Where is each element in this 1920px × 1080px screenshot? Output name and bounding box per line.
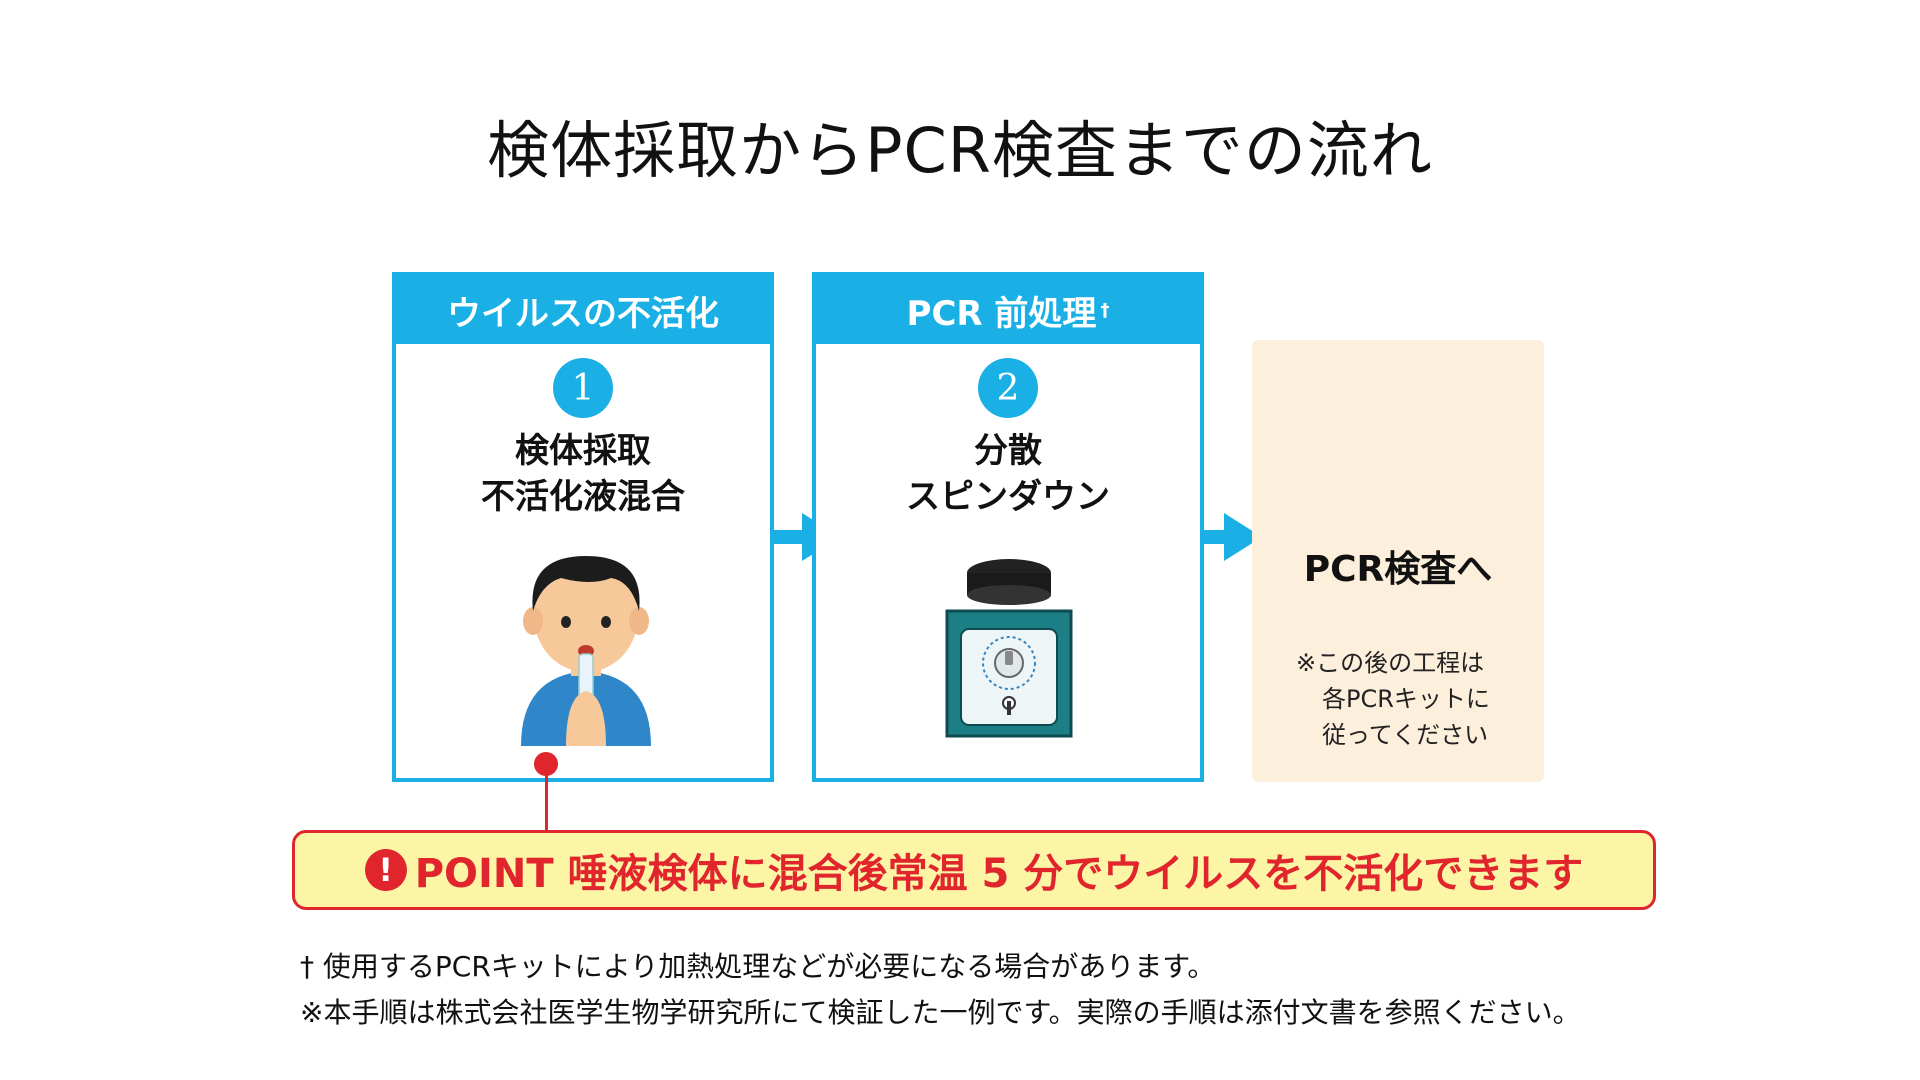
step-1-box: ウイルスの不活化 1 検体採取 不活化液混合 (392, 272, 774, 782)
footnote-1: † 使用するPCRキットにより加熱処理などが必要になる場合があります。 (300, 950, 1216, 983)
footnote-2: ※本手順は株式会社医学生物学研究所にて検証した一例です。実際の手順は添付文書を参… (300, 996, 1581, 1029)
step-2-line-2: スピンダウン (906, 477, 1110, 517)
step-1-line-1: 検体採取 (515, 431, 651, 471)
footnotes: † 使用するPCRキットにより加熱処理などが必要になる場合があります。 ※本手順… (300, 944, 1581, 1036)
step-2-number-badge: 2 (978, 358, 1038, 418)
pcr-test-box: PCR検査へ ※この後の工程は 各PCRキットに 従ってください (1252, 340, 1544, 782)
step-2-box: PCR 前処理† 2 分散 スピンダウン (812, 272, 1204, 782)
point-connector-line (545, 762, 548, 830)
exclamation-icon: ! (364, 849, 407, 891)
step-2-line-1: 分散 (974, 431, 1042, 471)
step-2-header: PCR 前処理† (816, 276, 1200, 344)
pcr-test-note-line-2: 各PCRキットに (1322, 685, 1490, 713)
point-connector-dot (534, 752, 558, 776)
step-1-header: ウイルスの不活化 (396, 276, 770, 344)
step-2-header-label: PCR 前処理 (906, 293, 1097, 334)
point-banner: ! POINT 唾液検体に混合後常温 5 分でウイルスを不活化できます (292, 830, 1656, 910)
point-text: POINT 唾液検体に混合後常温 5 分でウイルスを不活化できます (414, 851, 1584, 897)
person-saliva-collection-illustration (521, 556, 651, 746)
pcr-test-note-line-3: 従ってください (1322, 721, 1489, 749)
page-title: 検体採取からPCR検査までの流れ (487, 114, 1433, 187)
pcr-test-title: PCR検査へ (1303, 549, 1493, 590)
pcr-test-note: ※この後の工程は 各PCRキットに 従ってください (1296, 645, 1490, 753)
step-2-header-dagger: † (1100, 299, 1110, 321)
step-1-line-2: 不活化液混合 (481, 477, 685, 517)
pcr-test-note-line-1: ※この後の工程は (1296, 649, 1485, 677)
vortex-mixer-illustration (945, 559, 1073, 738)
step-1-number-badge: 1 (553, 358, 613, 418)
